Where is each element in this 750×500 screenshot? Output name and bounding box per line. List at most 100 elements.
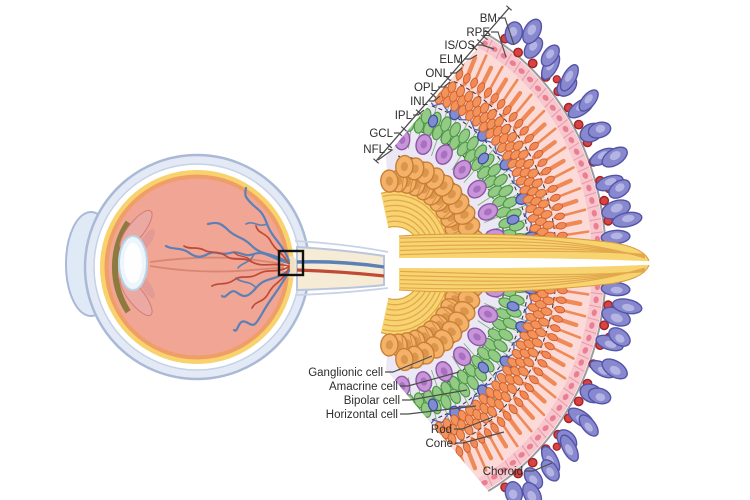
- rpe-cell-divider: [587, 204, 600, 209]
- amacrine-cell: [435, 361, 453, 382]
- inner-segment: [550, 324, 561, 333]
- inner-segment: [541, 350, 552, 360]
- bracket-tick: [506, 5, 512, 11]
- choroid-vessel-blob: [600, 229, 631, 245]
- leader-inl: [429, 95, 441, 102]
- amacrine-cell: [435, 144, 453, 165]
- choroid-vessel-blob: [587, 121, 612, 139]
- bipolar-cell: [493, 173, 508, 187]
- onl-nucleus: [502, 365, 513, 376]
- rpe-cell-divider: [513, 453, 522, 465]
- label-bipolar-cell: Bipolar cell: [344, 395, 400, 407]
- inner-segment: [477, 82, 486, 93]
- rpe-cell-divider: [584, 191, 597, 197]
- choroid-vessel-blob: [522, 18, 543, 45]
- inner-segment: [541, 166, 552, 176]
- leader-amacrine: [400, 371, 460, 387]
- onl-nucleus: [498, 382, 510, 393]
- onl-nucleus: [491, 380, 502, 392]
- onl-nucleus: [450, 99, 460, 112]
- onl-nucleus: [411, 70, 421, 82]
- rpe-nucleus: [534, 434, 542, 441]
- inner-segment: [529, 375, 539, 385]
- inner-segment: [508, 112, 518, 122]
- rpe-nucleus: [542, 94, 549, 101]
- onl-nucleus: [540, 210, 553, 219]
- onl-nucleus: [479, 111, 490, 124]
- onl-nucleus: [492, 125, 503, 137]
- rpe-cell-divider: [590, 231, 603, 234]
- rpe-cell-divider: [504, 53, 513, 66]
- rpe-nucleus: [586, 334, 592, 342]
- onl-nucleus: [504, 141, 516, 152]
- red-blood-cell: [527, 457, 538, 468]
- rpe-cell-divider: [521, 69, 531, 81]
- rpe-cell-divider: [589, 218, 602, 222]
- bracket-tick: [471, 45, 478, 51]
- inner-segment: [544, 175, 555, 184]
- bipolar-cell: [458, 128, 471, 144]
- bruchs-membrane: [459, 279, 607, 500]
- inner-segment: [555, 296, 567, 304]
- layer-labels: BM RPE IS/OS ELM ONL OPL INL IPL GCL NFL: [363, 13, 497, 156]
- rpe-cell-divider: [587, 317, 600, 322]
- onl-nucleus: [515, 357, 526, 368]
- bracket-tick: [373, 158, 379, 164]
- inner-segment: [555, 222, 567, 230]
- rpe-nucleus: [542, 425, 549, 432]
- leader-gcl: [394, 132, 403, 137]
- nfl-horizontal-strand: [399, 250, 646, 256]
- bipolar-cell: [466, 136, 479, 151]
- bipolar-cell: [493, 339, 508, 353]
- cell-labels: Ganglionic cell Amacrine cell Bipolar ce…: [308, 367, 523, 478]
- red-blood-cell: [599, 195, 610, 206]
- red-blood-cell: [552, 442, 562, 451]
- label-horizontal-cell: Horizontal cell: [326, 409, 398, 421]
- inner-segment: [496, 417, 506, 427]
- onl-nucleus: [512, 375, 524, 386]
- nerve-sheath-outer: [294, 240, 389, 296]
- bipolar-cell: [466, 375, 479, 390]
- bruchs-membrane: [459, 20, 607, 247]
- bipolar-cell: [440, 381, 453, 397]
- onl-nucleus: [442, 418, 452, 430]
- rpe-cell-divider: [486, 473, 493, 487]
- blue-bipolar-cell: [427, 114, 439, 128]
- label-opl: OPL: [414, 82, 438, 94]
- onl-nucleus: [455, 85, 466, 98]
- rpe-cell-divider: [563, 387, 574, 396]
- rpe-nucleus: [491, 474, 498, 480]
- inner-segment: [502, 410, 512, 421]
- inner-segment: [554, 305, 566, 314]
- choroid-vessel-blob: [601, 146, 628, 168]
- eyeball-cross-section: [65, 153, 311, 381]
- rpe-nucleus: [556, 404, 563, 411]
- onl-nucleus: [472, 96, 482, 108]
- leader-rpe: [491, 31, 507, 58]
- nerve-body: [296, 245, 385, 292]
- choroid-vessel-blob: [608, 327, 631, 347]
- onl-nucleus: [518, 149, 529, 160]
- onl-nucleus: [457, 95, 467, 107]
- rpe-nucleus: [549, 104, 556, 111]
- nfl-horizontal-edge: [398, 264, 650, 293]
- rpe-nucleus: [549, 415, 556, 422]
- inner-segment: [524, 133, 534, 143]
- blue-bipolar-cell: [506, 214, 520, 225]
- choroid-vessel-blob: [540, 44, 560, 67]
- inner-segment: [533, 367, 544, 377]
- ganglion-cell: [380, 333, 399, 357]
- bipolar-cell: [456, 369, 470, 385]
- leader-ipl: [413, 109, 425, 116]
- rpe-nucleus: [562, 125, 569, 133]
- onl-nucleus: [440, 86, 450, 99]
- bracket-tick: [415, 109, 422, 115]
- onl-nucleus: [401, 429, 411, 442]
- red-blood-cell: [552, 75, 562, 84]
- rpe-cell-divider: [568, 142, 580, 150]
- choroid-vessel-blob: [611, 211, 643, 228]
- rpe-nucleus: [582, 347, 589, 354]
- onl-nucleus: [472, 105, 482, 118]
- inner-segment: [483, 87, 493, 98]
- onl-nucleus: [527, 168, 539, 179]
